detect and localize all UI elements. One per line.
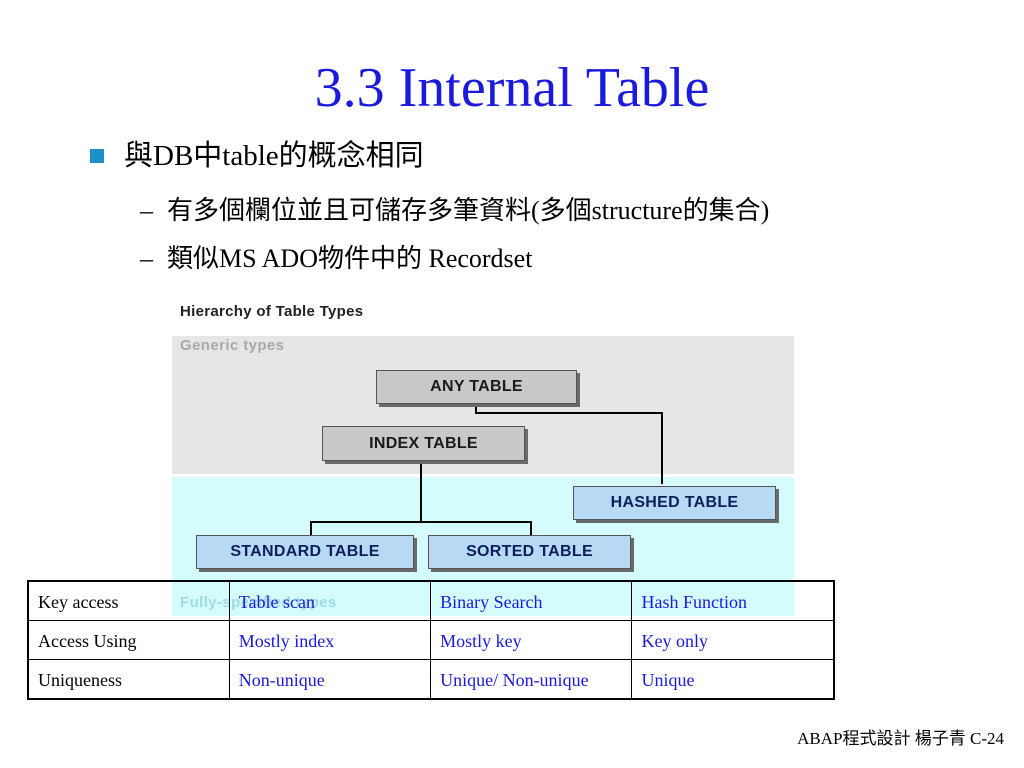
table-cell: Table scan [228,580,432,621]
connector-line [530,521,532,537]
connector-line [475,412,663,414]
connector-line [475,402,477,413]
main-bullet: 與DB中table的概念相同 [90,136,424,176]
connector-line [310,521,532,523]
table-types-diagram: Hierarchy of Table Types Generic types F… [172,300,794,616]
connector-line [310,521,312,537]
table-cell: Mostly index [228,620,432,660]
table-cell: Unique/ Non-unique [430,659,633,700]
diagram-heading: Hierarchy of Table Types [180,303,364,320]
node-index-table: INDEX TABLE [322,426,525,461]
slide-footer: ABAP程式設計 楊子青 C-24 [797,729,1004,748]
node-hashed-table: HASHED TABLE [573,486,776,520]
connector-line [420,462,422,522]
table-row: Key access Table scan Binary Search Hash… [27,580,835,621]
node-sorted-table: SORTED TABLE [428,535,631,569]
table-types-comparison: Key access Table scan Binary Search Hash… [27,580,835,700]
sub-bullet-text: 有多個欄位並且可儲存多筆資料(多個structure的集合) [167,196,770,225]
table-row: Access Using Mostly index Mostly key Key… [27,620,835,660]
table-row: Uniqueness Non-unique Unique/ Non-unique… [27,659,835,700]
table-cell: Unique [631,659,835,700]
dash-icon: – [140,196,153,225]
connector-line [661,412,663,484]
sub-bullet-text: 類似MS ADO物件中的 Recordset [167,244,533,273]
table-cell: Binary Search [430,580,633,621]
row-header: Key access [27,580,230,621]
slide-title: 3.3 Internal Table [314,57,710,119]
sub-bullet-1: – 有多個欄位並且可儲存多筆資料(多個structure的集合) [140,193,769,229]
table-cell: Non-unique [228,659,432,700]
square-bullet-icon [90,149,104,163]
main-bullet-text: 與DB中table的概念相同 [124,140,424,172]
generic-types-label: Generic types [180,337,285,354]
table-cell: Hash Function [631,580,835,621]
table-cell: Key only [631,620,835,660]
dash-icon: – [140,244,153,273]
row-header: Access Using [27,620,230,660]
node-any-table: ANY TABLE [376,370,577,404]
table-cell: Mostly key [430,620,633,660]
row-header: Uniqueness [27,659,230,700]
node-standard-table: STANDARD TABLE [196,535,414,569]
sub-bullet-2: – 類似MS ADO物件中的 Recordset [140,241,532,277]
